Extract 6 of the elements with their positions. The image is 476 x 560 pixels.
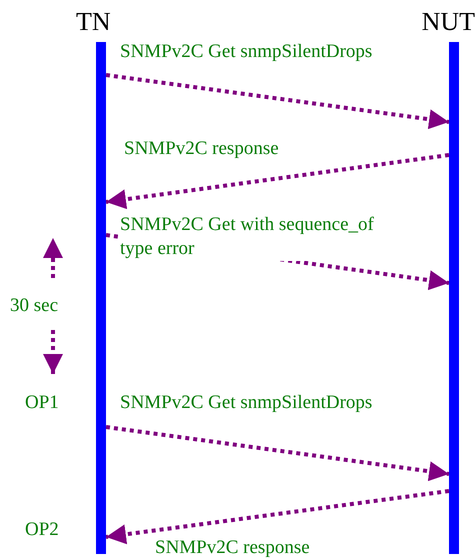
message-arrow [106,153,450,210]
message-arrow [106,489,450,544]
message-arrow [106,425,450,482]
lifeline-heading: TN [76,8,111,36]
message-arrow [106,73,450,130]
lifeline-heading: NUT [422,8,475,36]
